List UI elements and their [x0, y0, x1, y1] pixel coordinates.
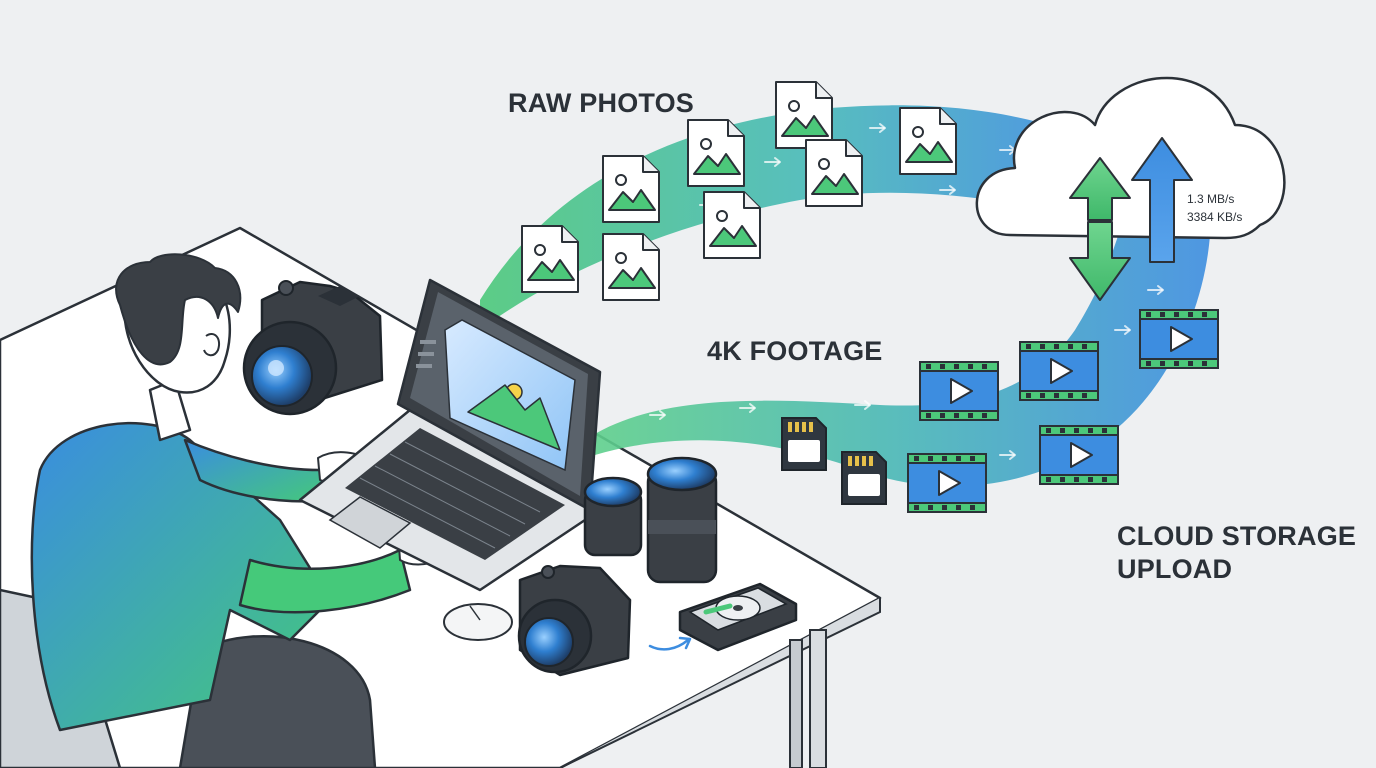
film-play-icon [1019, 341, 1099, 401]
film-play-icon [907, 453, 987, 513]
image-file-icon [899, 107, 957, 175]
transfer-arrow-head [678, 636, 692, 650]
footage-label: 4K FOOTAGE [707, 336, 883, 366]
cloud-icon [975, 76, 1286, 240]
cloud-storage-label-line2: UPLOAD [1117, 554, 1233, 584]
image-file-icon [602, 155, 660, 223]
transfer-speed-2: 3384 KB/s [1187, 210, 1243, 224]
laptop-icon [298, 278, 602, 592]
image-file-icon [602, 233, 660, 301]
sync-arrows-icon [1069, 157, 1131, 301]
footage-stream [585, 230, 1210, 487]
film-play-icon [919, 361, 999, 421]
lens-icon [646, 456, 718, 584]
image-file-icon [687, 119, 745, 187]
transfer-speed-1: 1.3 MB/s [1187, 192, 1235, 206]
sd-card-icon [841, 451, 887, 505]
person [30, 253, 453, 768]
image-file-icon [521, 225, 579, 293]
film-play-icon [1139, 309, 1219, 369]
image-file-icon [775, 81, 833, 149]
raw-photos-label: RAW PHOTOS [508, 88, 695, 118]
upload-arrow-icon [1131, 137, 1193, 263]
image-file-icon [805, 139, 863, 207]
hard-drive-icon [678, 582, 798, 652]
transfer-arrow-icon [648, 638, 690, 651]
lens-icon [583, 476, 643, 557]
camera-icon [517, 564, 632, 677]
image-file-icon [703, 191, 761, 259]
cloud-storage-label-line1: CLOUD STORAGE [1117, 521, 1357, 551]
film-play-icon [1039, 425, 1119, 485]
sd-card-icon [781, 417, 827, 471]
camera-icon [242, 280, 384, 416]
mouse-icon [443, 603, 513, 641]
cloud-storage-label: CLOUD STORAGE UPLOAD [1117, 520, 1356, 586]
